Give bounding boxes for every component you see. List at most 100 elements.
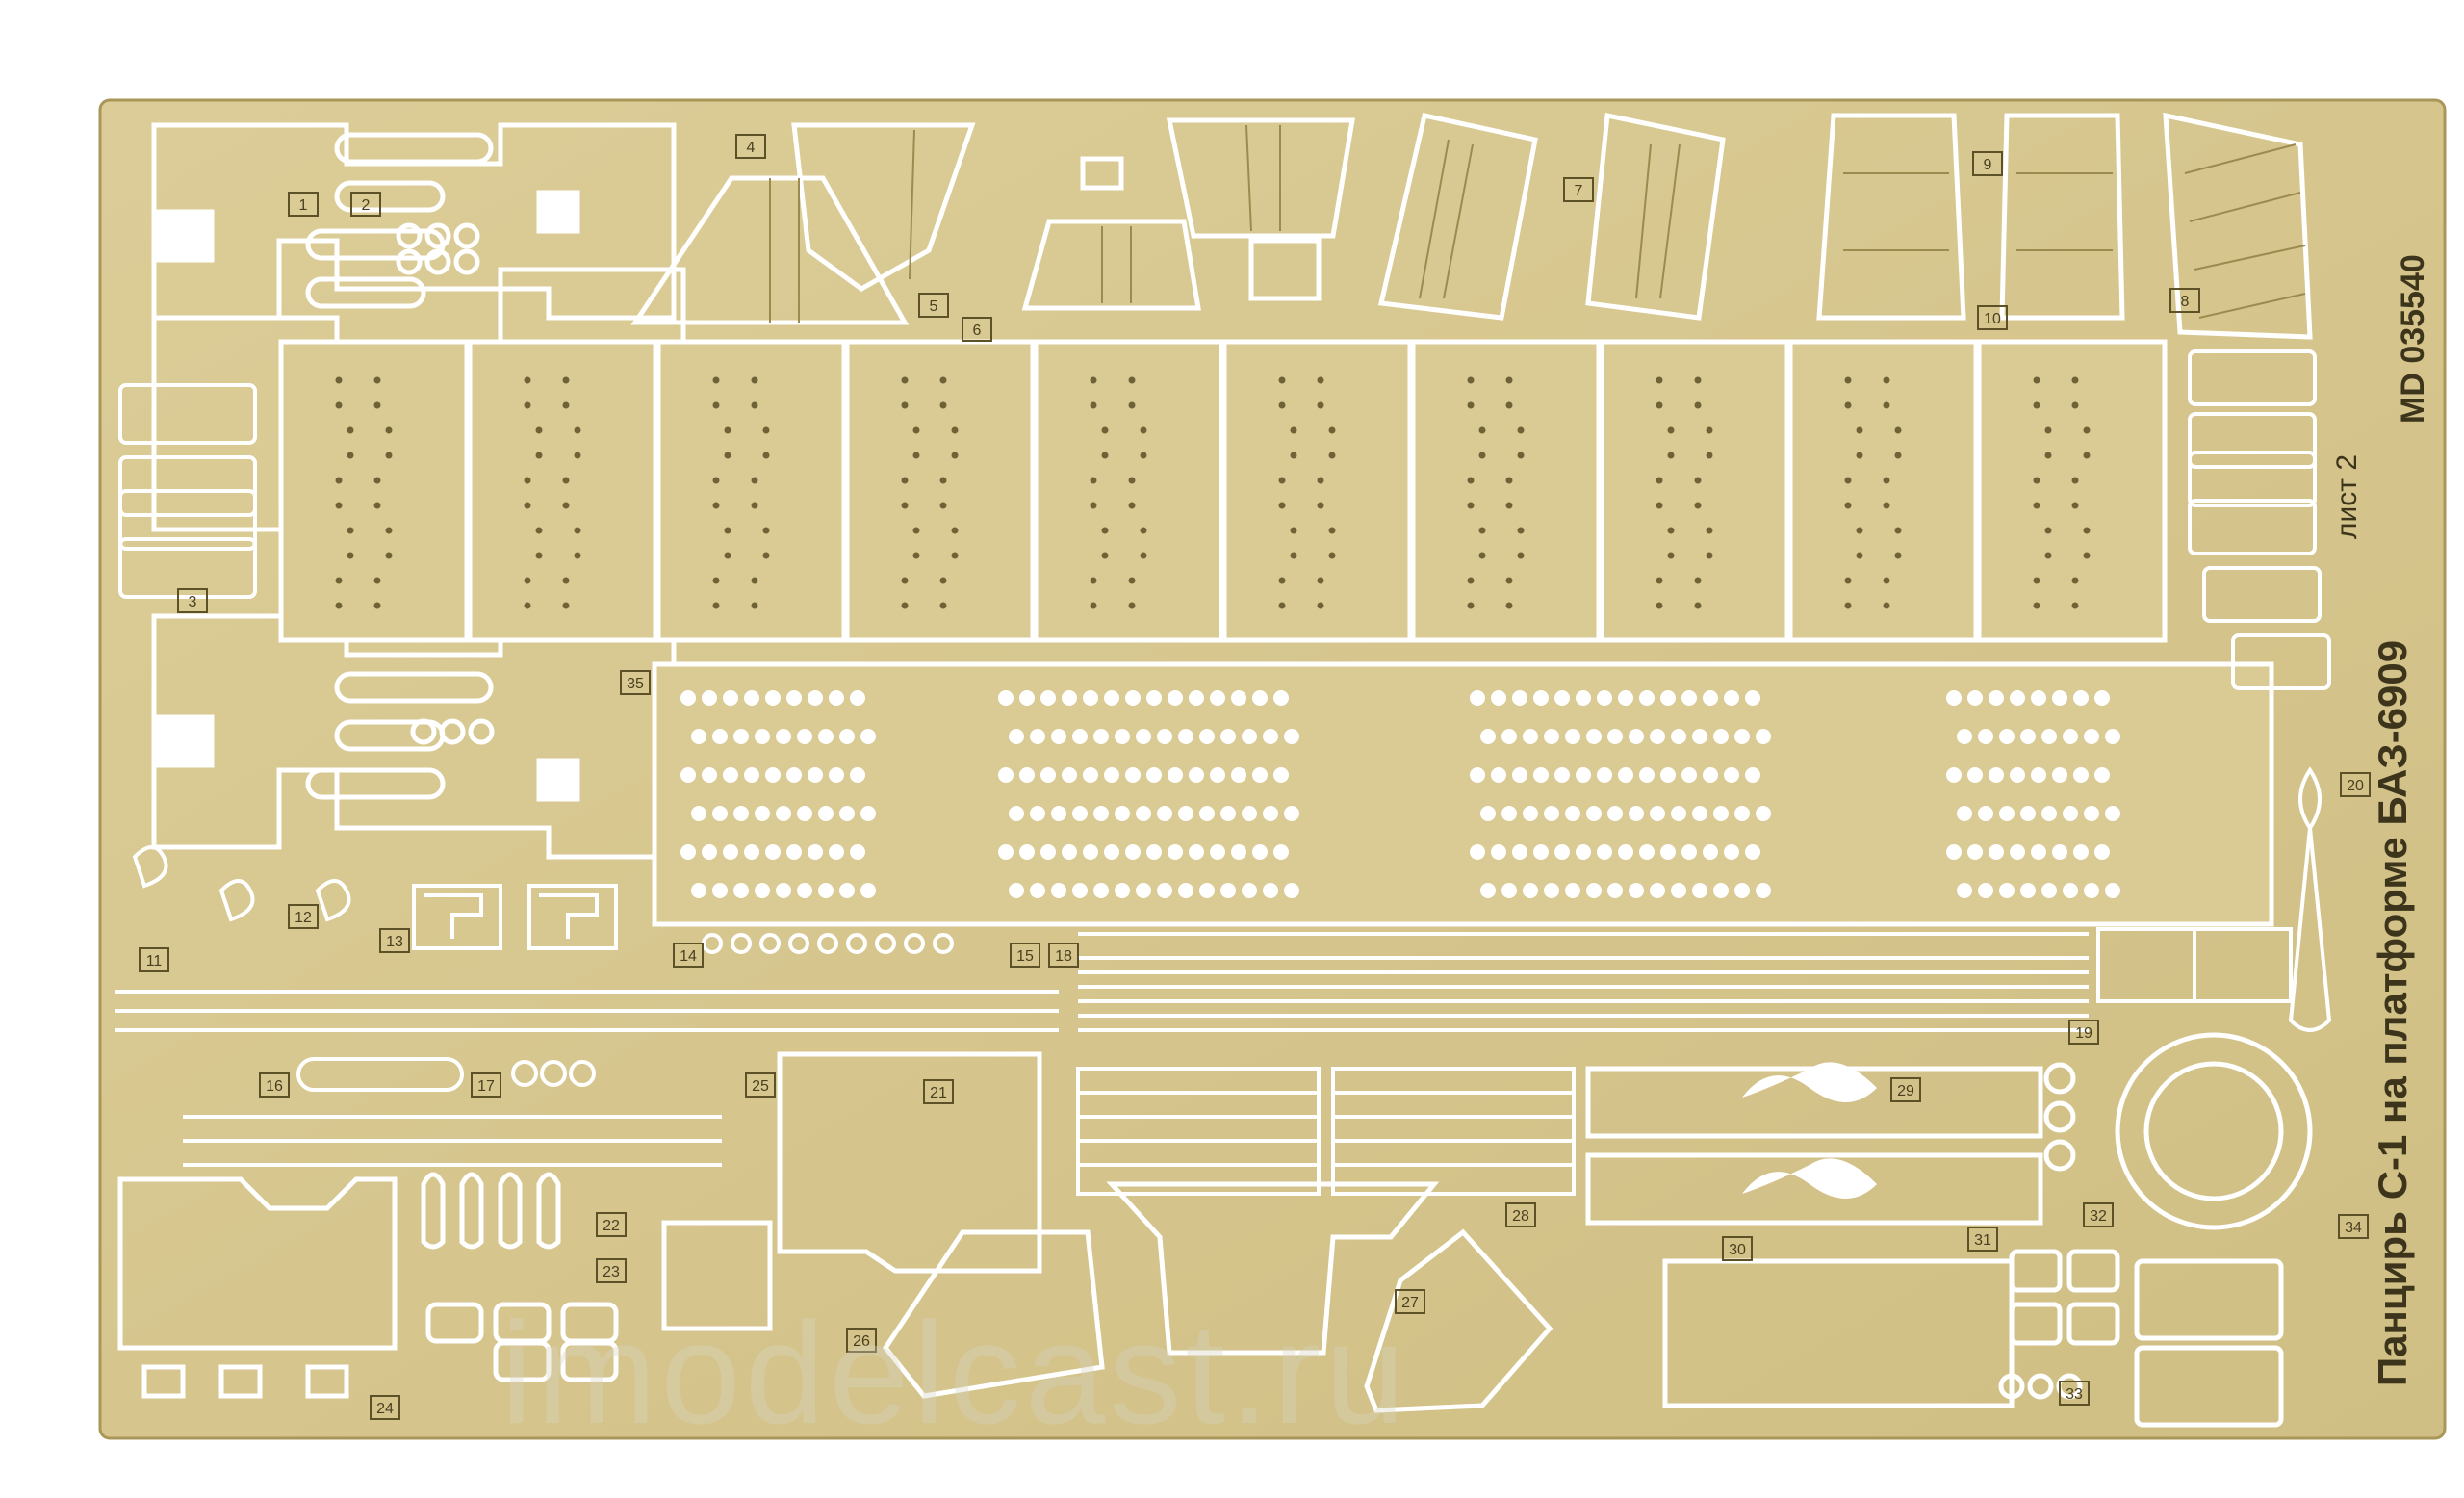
panel-hole: [1328, 426, 1336, 434]
grille-hole: [1724, 844, 1739, 860]
grille-hole: [1040, 690, 1056, 706]
panel-hole: [2071, 401, 2079, 409]
panel-hole: [1090, 502, 1097, 509]
panel-hole: [1844, 376, 1852, 384]
svg-text:16: 16: [266, 1078, 283, 1095]
grille-hole: [2073, 844, 2089, 860]
panel-hole: [1290, 426, 1297, 434]
grille-hole: [1967, 844, 1983, 860]
grille-hole: [1502, 806, 1517, 821]
grille-hole: [1671, 729, 1686, 744]
panel-hole: [1894, 426, 1902, 434]
grille-hole: [2052, 844, 2067, 860]
part-number-tag: 12: [288, 904, 319, 929]
svg-text:19: 19: [2075, 1025, 2092, 1042]
grille-hole: [1533, 844, 1549, 860]
panel-hole: [951, 527, 959, 534]
panel-hole: [373, 376, 381, 384]
grille-hole: [712, 729, 728, 744]
panel-hole: [1290, 527, 1297, 534]
panel-hole: [335, 401, 343, 409]
panel-hole: [762, 527, 770, 534]
panel-hole: [1844, 477, 1852, 484]
panel-hole: [2083, 552, 2091, 559]
panel-hole: [1505, 602, 1513, 609]
panel-hole: [524, 401, 531, 409]
panel-hole: [1128, 401, 1136, 409]
part-group-bottom: [117, 1032, 2313, 1428]
panel-hole: [1883, 577, 1890, 584]
grille-hole: [839, 729, 855, 744]
panel-hole: [574, 426, 581, 434]
panel-hole: [1090, 577, 1097, 584]
part-number-tag: 25: [745, 1072, 776, 1098]
grille-hole: [808, 844, 823, 860]
grille-hole: [1231, 844, 1246, 860]
panel-hole: [1667, 552, 1675, 559]
panel-hole: [762, 552, 770, 559]
panel-hole: [373, 602, 381, 609]
grille-hole: [860, 729, 876, 744]
grille-hole: [1565, 729, 1580, 744]
grille-hole: [1533, 767, 1549, 783]
panel-hole: [2044, 552, 2052, 559]
grille-hole: [1263, 883, 1278, 898]
part-number-tag: 16: [259, 1072, 290, 1098]
panel-hole: [1706, 452, 1713, 459]
grille-hole: [1565, 883, 1580, 898]
panel-hole: [2071, 477, 2079, 484]
grille-hole: [733, 883, 749, 898]
panel-hole: [2071, 502, 2079, 509]
grille-hole: [829, 690, 844, 706]
grille-hole: [1470, 844, 1485, 860]
grille-hole: [1618, 844, 1633, 860]
svg-text:33: 33: [2066, 1386, 2083, 1403]
grille-hole: [1242, 729, 1257, 744]
panel-hole: [1278, 502, 1286, 509]
part-number-tag: 15: [1010, 943, 1040, 968]
grille-hole: [1597, 767, 1612, 783]
grille-hole: [1957, 883, 1972, 898]
panel-hole: [762, 426, 770, 434]
part-group-top-center: [630, 112, 2313, 340]
panel-hole: [1478, 552, 1486, 559]
grille-hole: [1946, 767, 1962, 783]
grille-hole: [1999, 729, 2015, 744]
grille-hole: [2052, 690, 2067, 706]
grille-hole: [1178, 729, 1194, 744]
grille-hole: [1512, 767, 1527, 783]
panel-hole: [951, 552, 959, 559]
panel-hole: [1467, 477, 1475, 484]
panel-hole: [1694, 401, 1702, 409]
grille-hole: [1586, 729, 1602, 744]
grille-hole: [1146, 844, 1162, 860]
svg-text:8: 8: [2181, 294, 2190, 310]
grille-hole: [1220, 806, 1236, 821]
grille-hole: [1040, 767, 1056, 783]
panel-hole: [373, 477, 381, 484]
panel-hole: [1467, 502, 1475, 509]
grille-hole: [744, 690, 759, 706]
panel-hole: [1278, 477, 1286, 484]
grille-hole: [1199, 883, 1215, 898]
panel-hole: [2033, 577, 2040, 584]
svg-text:32: 32: [2090, 1208, 2107, 1225]
panel-hole: [1328, 452, 1336, 459]
grille-hole: [1242, 883, 1257, 898]
grille-hole: [1639, 844, 1655, 860]
grille-hole: [712, 806, 728, 821]
panel-hole: [373, 502, 381, 509]
panel-hole: [1328, 552, 1336, 559]
panel-hole: [1317, 502, 1324, 509]
part-number-tag: 2: [350, 192, 381, 217]
panel-hole: [562, 401, 570, 409]
panel-hole: [535, 552, 543, 559]
panel-hole: [1667, 527, 1675, 534]
grille-hole: [1146, 767, 1162, 783]
panel-hole: [1101, 426, 1109, 434]
grille-hole: [786, 767, 802, 783]
grille-hole: [850, 690, 865, 706]
panel-hole: [1140, 452, 1147, 459]
panel-hole: [1694, 577, 1702, 584]
panel-hole: [1090, 376, 1097, 384]
